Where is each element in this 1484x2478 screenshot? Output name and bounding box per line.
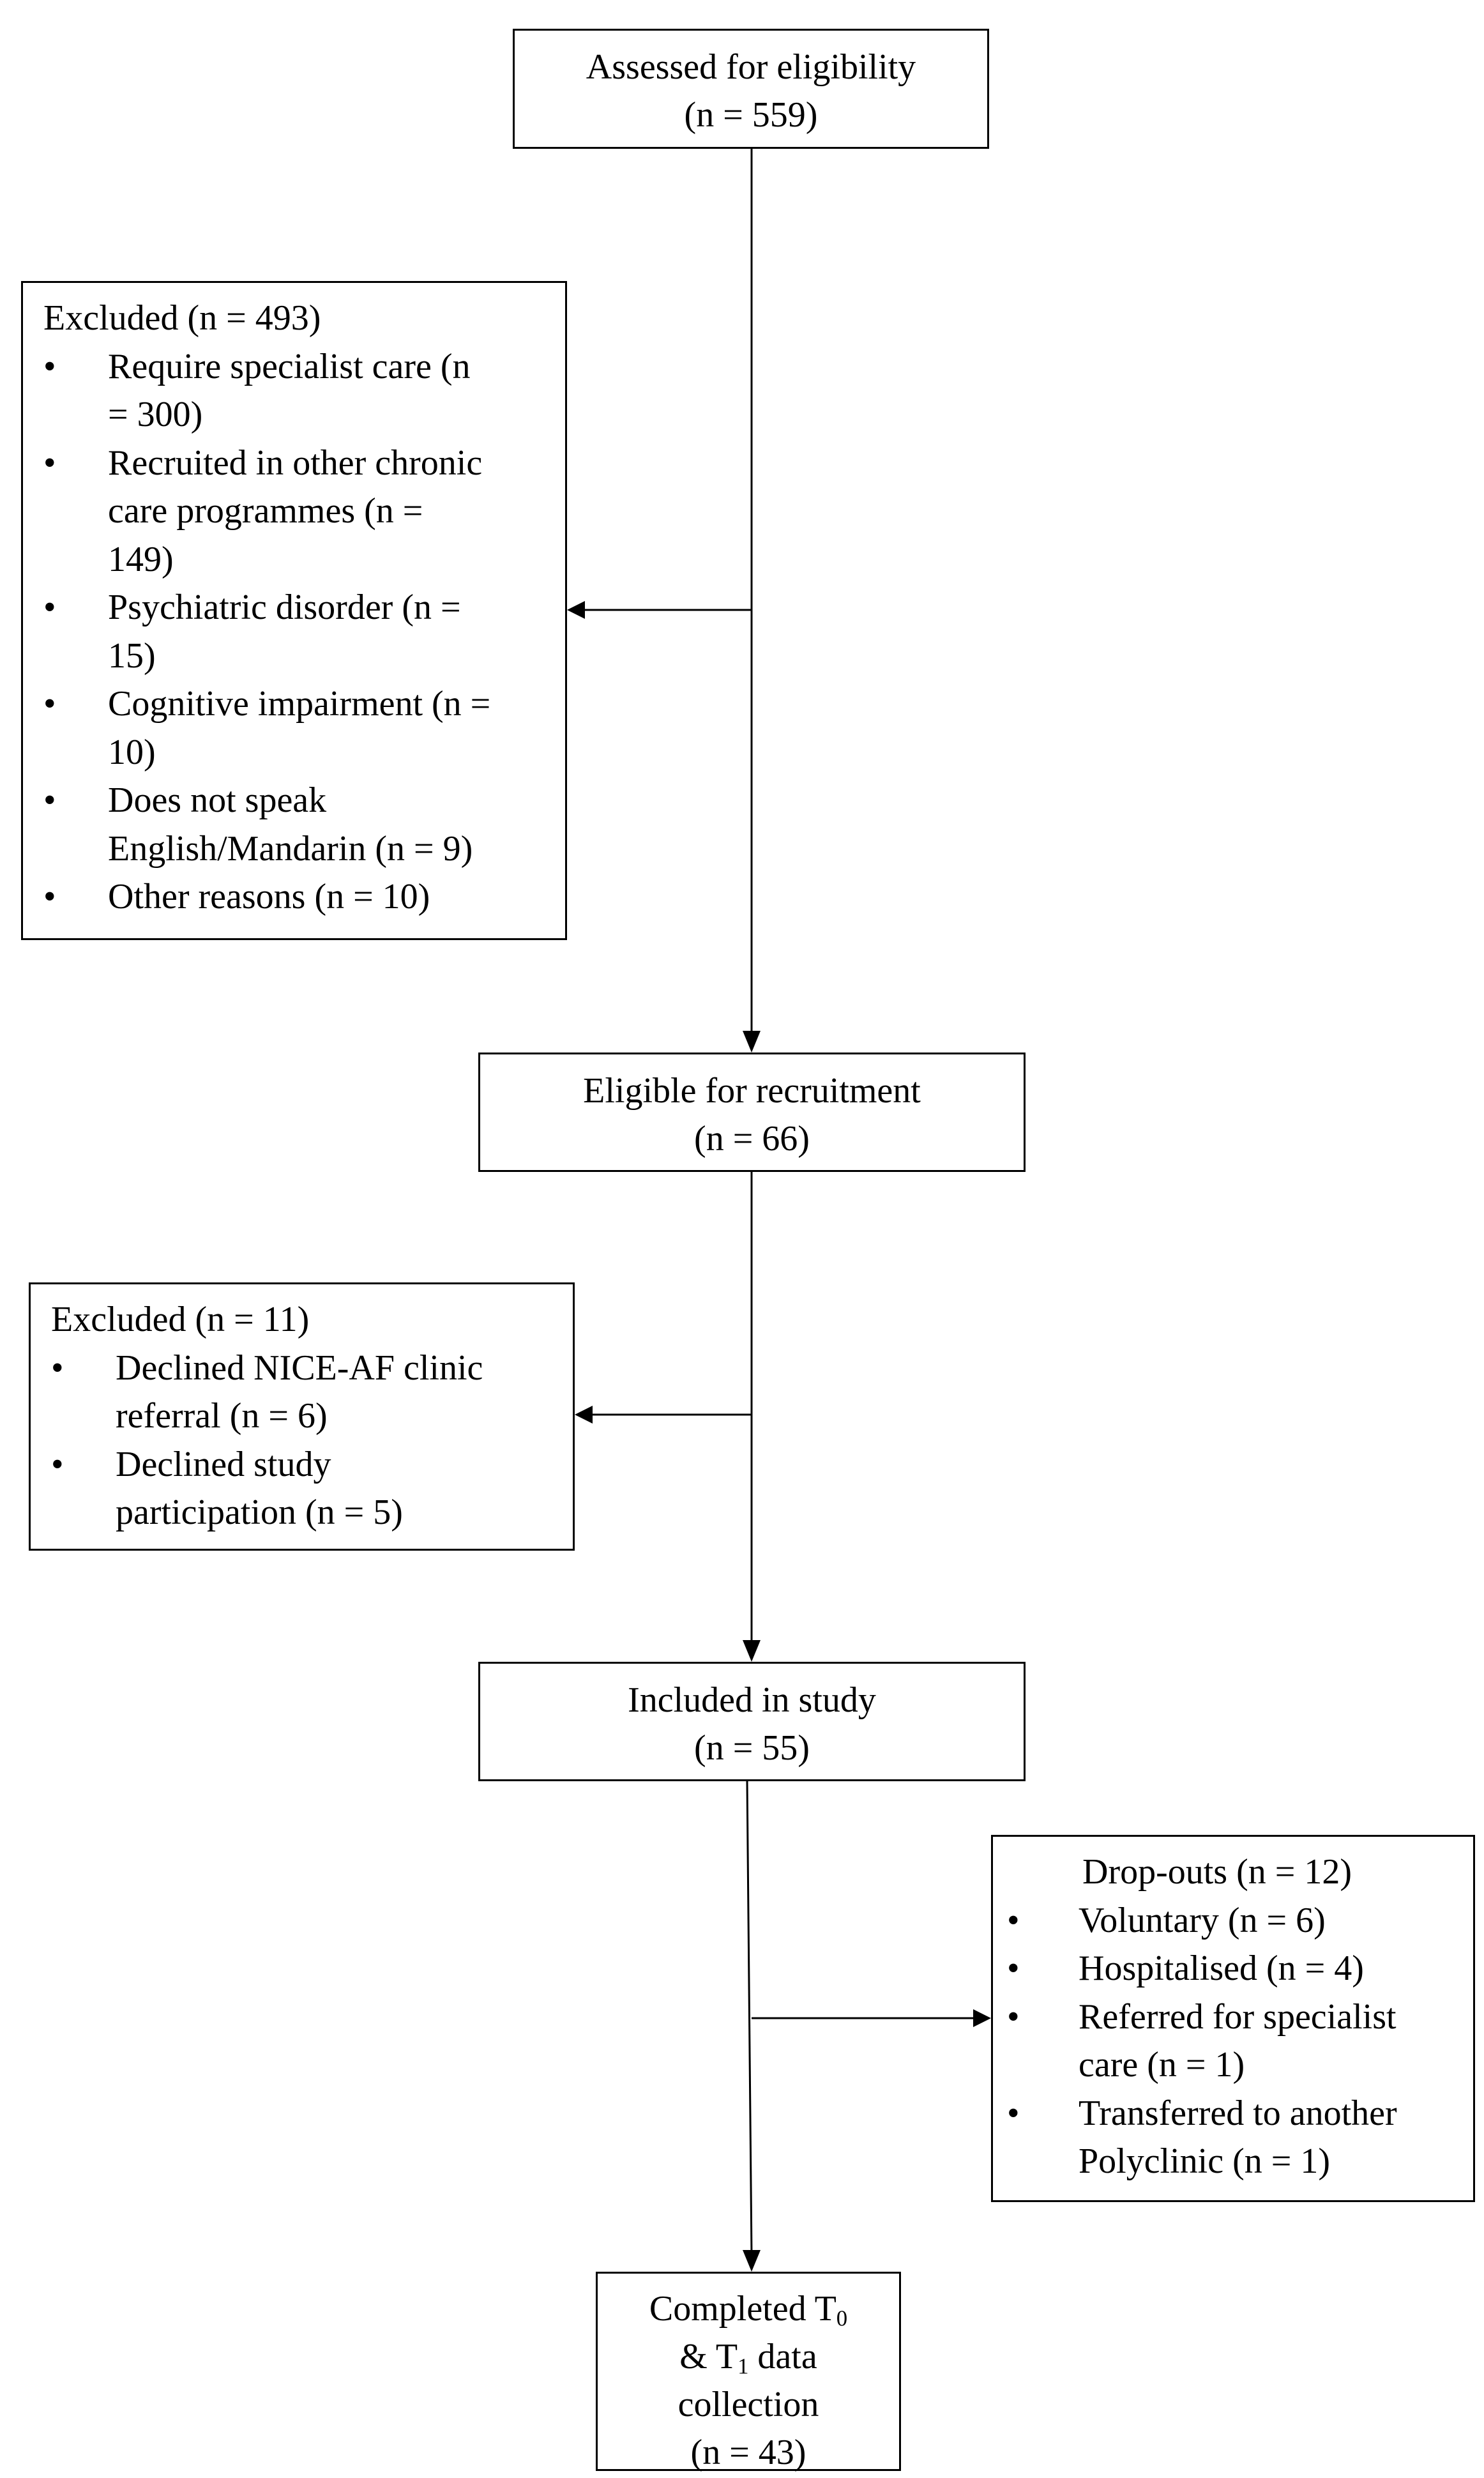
eligible-box: Eligible for recruitment (n = 66) xyxy=(478,1053,1026,1172)
list-item: • Declined study participation (n = 5) xyxy=(51,1441,573,1537)
list-item-line: 10) xyxy=(108,732,156,772)
list-item: • Cognitive impairment (n = 10) xyxy=(43,680,565,777)
excluded-1-list: • Require specialist care (n = 300) • Re… xyxy=(43,343,565,922)
list-item-line: Voluntary (n = 6) xyxy=(1079,1900,1326,1940)
list-item: • Psychiatric disorder (n = 15) xyxy=(43,584,565,680)
bullet-icon: • xyxy=(43,588,56,627)
assessed-title: Assessed for eligibility xyxy=(586,47,916,87)
included-box: Included in study (n = 55) xyxy=(478,1662,1026,1781)
list-item-line: Recruited in other chronic xyxy=(108,443,483,483)
list-item-line: English/Mandarin (n = 9) xyxy=(108,828,473,869)
list-item-line: referral (n = 6) xyxy=(116,1396,328,1436)
list-item: • Declined NICE-AF clinic referral (n = … xyxy=(51,1344,573,1441)
completed-label: Completed T xyxy=(649,2289,837,2329)
bullet-icon: • xyxy=(1007,1949,1020,1988)
eligible-count: (n = 66) xyxy=(694,1119,810,1159)
list-item-line: 15) xyxy=(108,635,156,676)
list-item-line: Other reasons (n = 10) xyxy=(108,877,430,916)
excluded-2-list: • Declined NICE-AF clinic referral (n = … xyxy=(51,1344,573,1537)
list-item: • Other reasons (n = 10) xyxy=(43,873,565,922)
excluded-box-2: Excluded (n = 11) • Declined NICE-AF cli… xyxy=(29,1282,575,1551)
completed-box: Completed T0 & T1 data collection (n = 4… xyxy=(596,2272,901,2472)
t0-subscript: 0 xyxy=(836,2306,848,2331)
excluded-1-heading: Excluded (n = 493) xyxy=(43,298,321,338)
list-item-line: Require specialist care (n xyxy=(108,346,471,386)
bullet-icon: • xyxy=(1007,2093,1020,2133)
bullet-icon: • xyxy=(1007,1900,1020,1940)
dropouts-list: • Voluntary (n = 6) • Hospitalised (n = … xyxy=(1007,1897,1473,2186)
list-item-line: Psychiatric disorder (n = xyxy=(108,588,461,627)
completed-data-word: data xyxy=(748,2337,817,2376)
arrowhead-completed xyxy=(743,2250,761,2272)
list-item: • Referred for specialist care (n = 1) xyxy=(1007,1993,1473,2090)
list-item-line: Transferred to another xyxy=(1079,2093,1397,2133)
list-item-line: care programmes (n = xyxy=(108,491,423,531)
included-count: (n = 55) xyxy=(694,1728,810,1768)
list-item-line: = 300) xyxy=(108,395,203,434)
bullet-icon: • xyxy=(43,684,56,724)
bullet-icon: • xyxy=(1007,1996,1020,2037)
list-item-line: Cognitive impairment (n = xyxy=(108,684,491,724)
included-title: Included in study xyxy=(628,1680,876,1720)
bullet-icon: • xyxy=(51,1444,64,1484)
list-item: • Recruited in other chronic care progra… xyxy=(43,439,565,584)
completed-line-1: Completed T0 xyxy=(598,2285,899,2333)
list-item-line: care (n = 1) xyxy=(1079,2045,1245,2085)
list-item-line: Declined study xyxy=(116,1444,331,1484)
excluded-box-1: Excluded (n = 493) • Require specialist … xyxy=(21,281,567,940)
list-item-line: Polyclinic (n = 1) xyxy=(1079,2141,1330,2181)
list-item-line: participation (n = 5) xyxy=(116,1493,403,1532)
arrow-included-to-completed xyxy=(746,1779,753,2255)
arrowhead-eligible xyxy=(743,1031,761,1053)
bullet-icon: • xyxy=(43,443,56,483)
assessed-box: Assessed for eligibility (n = 559) xyxy=(513,29,989,149)
eligible-title: Eligible for recruitment xyxy=(583,1071,921,1111)
bullet-icon: • xyxy=(43,877,56,916)
arrowhead-included xyxy=(743,1640,761,1662)
completed-ampersand: & T xyxy=(679,2337,738,2376)
list-item: • Transferred to another Polyclinic (n =… xyxy=(1007,2090,1473,2186)
dropouts-heading: Drop-outs (n = 12) xyxy=(1082,1852,1352,1892)
list-item-line: Does not speak xyxy=(108,780,327,820)
arrowhead-dropouts xyxy=(973,2009,991,2027)
dropouts-box: Drop-outs (n = 12) • Voluntary (n = 6) •… xyxy=(991,1835,1475,2202)
arrowhead-excluded-1 xyxy=(567,601,585,619)
bullet-icon: • xyxy=(43,346,56,386)
completed-line-3: collection xyxy=(678,2385,819,2424)
completed-line-2: & T1 data xyxy=(598,2333,899,2381)
bullet-icon: • xyxy=(43,780,56,820)
list-item: • Voluntary (n = 6) xyxy=(1007,1897,1473,1945)
list-item-line: Hospitalised (n = 4) xyxy=(1079,1949,1364,1988)
bullet-icon: • xyxy=(51,1348,64,1388)
list-item: • Require specialist care (n = 300) xyxy=(43,343,565,439)
assessed-count: (n = 559) xyxy=(684,95,818,135)
list-item-line: Declined NICE-AF clinic xyxy=(116,1348,483,1388)
t1-subscript: 1 xyxy=(738,2353,749,2379)
arrowhead-excluded-2 xyxy=(575,1406,593,1424)
list-item: • Hospitalised (n = 4) xyxy=(1007,1945,1473,1993)
list-item-line: Referred for specialist xyxy=(1079,1996,1397,2037)
list-item: • Does not speak English/Mandarin (n = 9… xyxy=(43,777,565,873)
excluded-2-heading: Excluded (n = 11) xyxy=(51,1300,310,1339)
completed-count: (n = 43) xyxy=(690,2433,806,2472)
list-item-line: 149) xyxy=(108,539,174,579)
